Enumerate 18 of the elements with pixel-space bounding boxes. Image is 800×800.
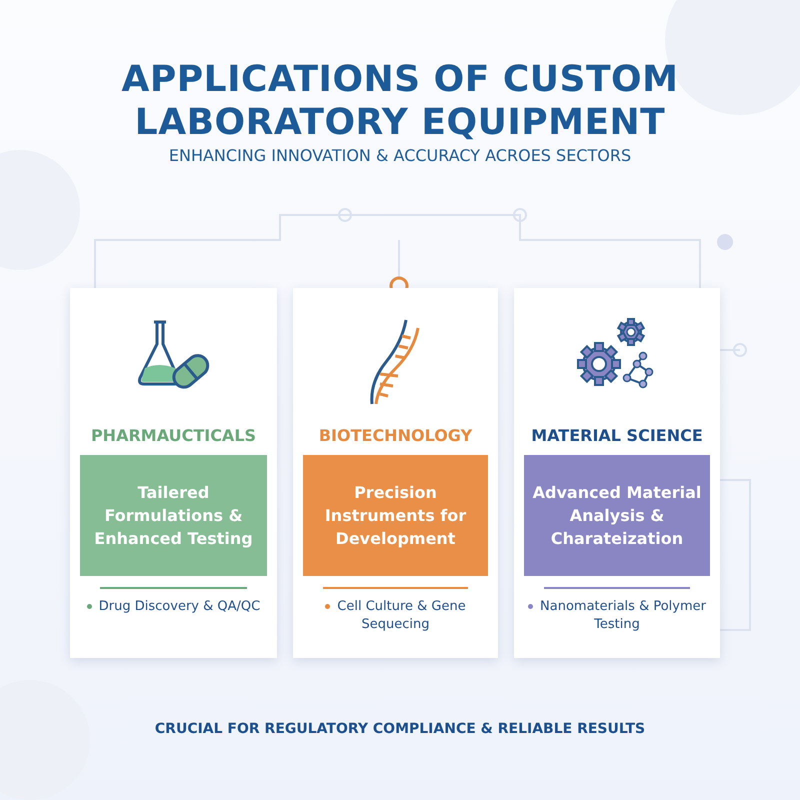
sector-card [293,288,498,658]
footer-caption: CRUCIAL FOR REGULATORY COMPLIANCE & RELIABLE RESULTS [154,721,646,737]
feature-text: Precision Instruments for Development [324,482,468,550]
feature-panel [524,455,710,576]
subtitle: ENHANCING INNOVATION & ACCURACY ACROES SECTORS [168,146,632,165]
feature-panel [303,455,488,576]
sector-card [514,288,720,658]
sector-heading: BIOTECHNOLOGY [318,426,474,445]
sector-card [70,288,277,658]
feature-text: Tailered Formulations & Enhanced Testing [93,482,254,550]
sector-heading: PHARMAUCTICALS [90,426,258,445]
application-text: Cell Culture & Gene Sequecing [337,599,466,632]
feature-text: Advanced Material Analysis & Charateization [532,482,702,550]
application-text: Nanomaterials & Polymer Testing [540,599,706,632]
sector-heading: MATERIAL SCIENCE [530,426,704,445]
feature-panel [80,455,267,576]
title: APPLICATIONS OF CUSTOM LABORATORY EQUIPMENT [120,58,680,144]
application-text: Drug Discovery & QA/QC [98,599,260,614]
